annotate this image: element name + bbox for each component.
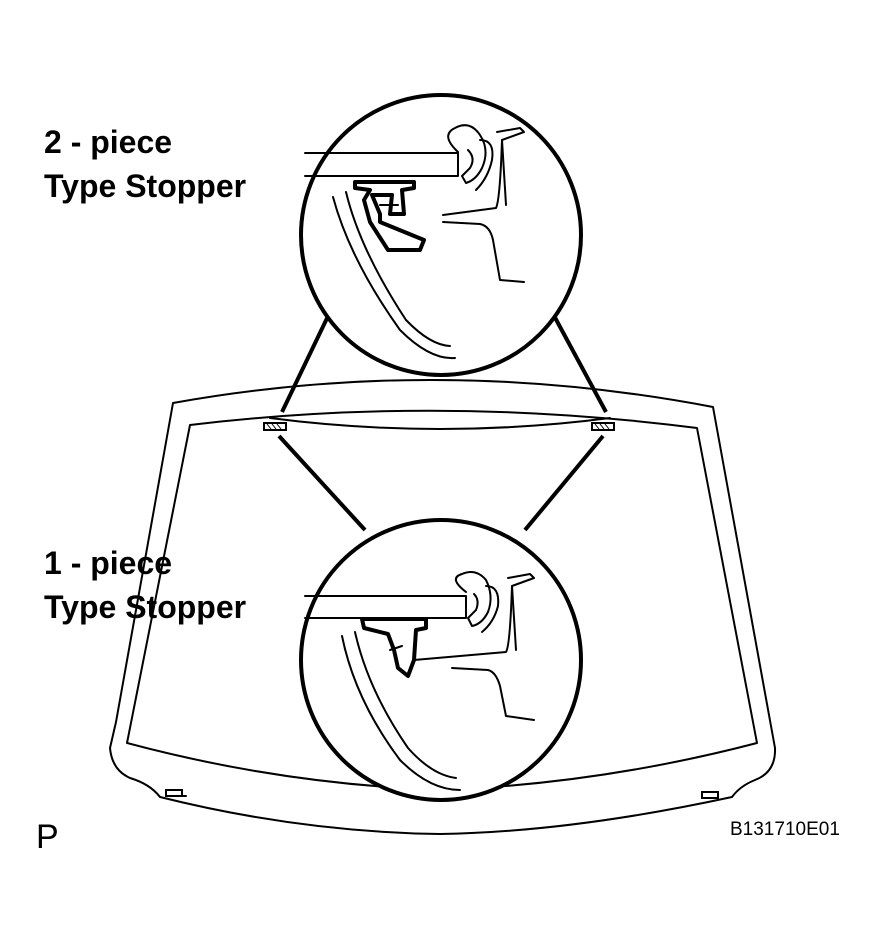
- leader-lines-bottom: [277, 434, 605, 532]
- figure-code: B131710E01: [730, 819, 840, 840]
- detail-circle-1piece: [299, 518, 583, 802]
- view-marker: P: [36, 818, 59, 856]
- callout-1piece-line1: 1 - piece: [44, 545, 173, 581]
- callout-1piece-line2: Type Stopper: [44, 589, 247, 625]
- stopper-mark-top-right: [591, 422, 615, 431]
- windshield-glass: [109, 379, 777, 835]
- leader-lines-top: [280, 311, 608, 413]
- callout-2piece-line1: 2 - piece: [44, 124, 173, 160]
- stopper-mark-bottom-right: [701, 791, 719, 799]
- detail-circle-2piece: [299, 93, 583, 377]
- stopper-mark-top-left: [263, 422, 287, 431]
- callout-label-2piece: 2 - piece Type Stopper: [44, 120, 246, 208]
- callout-2piece-line2: Type Stopper: [44, 168, 247, 204]
- callout-label-1piece: 1 - piece Type Stopper: [44, 541, 246, 629]
- stopper-mark-bottom-left: [165, 789, 183, 797]
